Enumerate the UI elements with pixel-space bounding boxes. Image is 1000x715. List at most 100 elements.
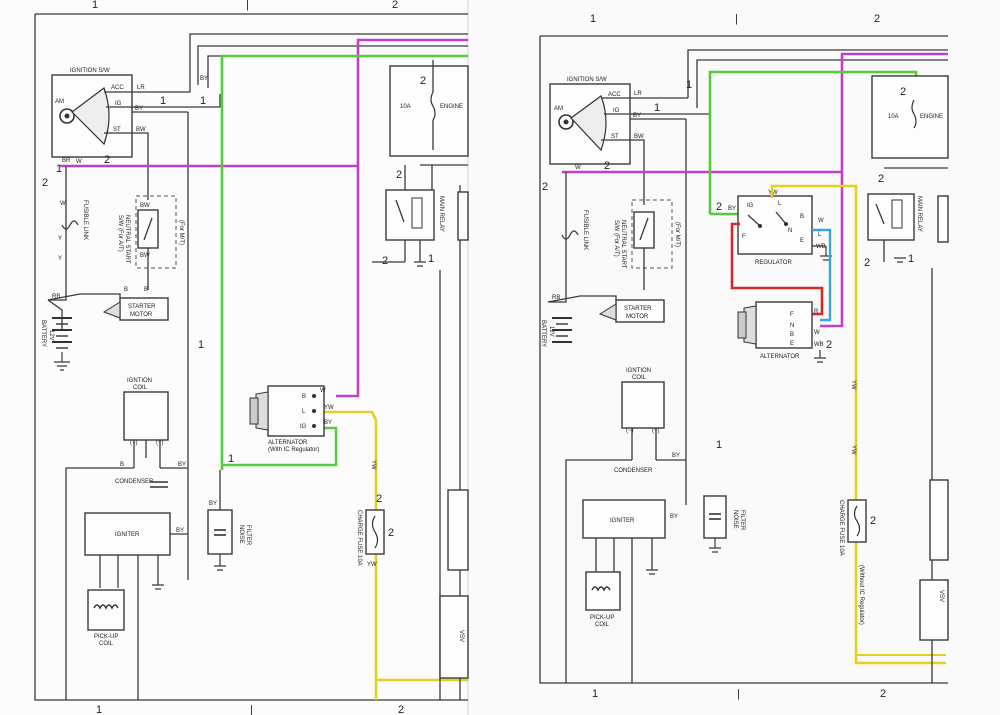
svg-text:W: W bbox=[814, 330, 820, 336]
svg-text:MAIN RELAY: MAIN RELAY bbox=[916, 196, 922, 232]
svg-text:IG: IG bbox=[300, 424, 307, 430]
svg-text:B: B bbox=[120, 462, 124, 468]
svg-text:WB: WB bbox=[814, 342, 824, 348]
alternator-label: ALTERNATOR bbox=[760, 354, 800, 360]
right-panel: 1 | 2 1 | 2 IGNITION S/W AM ACC IG ST LR… bbox=[472, 0, 1000, 715]
svg-text:B: B bbox=[800, 214, 804, 220]
svg-text:NEUTRAL START: NEUTRAL START bbox=[620, 220, 626, 269]
svg-text:WB: WB bbox=[816, 244, 826, 250]
border-tick: | bbox=[246, 0, 249, 11]
svg-text:(For M/T): (For M/T) bbox=[178, 220, 184, 245]
wire-bw: BW bbox=[136, 127, 146, 133]
svg-text:ACC: ACC bbox=[608, 92, 621, 98]
svg-text:2: 2 bbox=[388, 527, 394, 539]
svg-text:2: 2 bbox=[878, 173, 884, 185]
svg-text:1: 1 bbox=[716, 439, 722, 451]
svg-text:2: 2 bbox=[396, 169, 402, 181]
svg-text:E: E bbox=[790, 341, 794, 347]
noise-filter-label: NOISE bbox=[238, 525, 244, 544]
svg-text:2: 2 bbox=[542, 181, 548, 193]
ignition-coil-box bbox=[123, 391, 169, 441]
svg-text:2: 2 bbox=[870, 515, 876, 527]
regulator-box bbox=[737, 195, 813, 255]
svg-text:(With IC Regulator): (With IC Regulator) bbox=[268, 447, 319, 453]
svg-text:(−): (−) bbox=[626, 428, 634, 434]
charge-fuse-label: CHARGE FUSE 10A bbox=[356, 510, 362, 566]
node-num: 1 bbox=[160, 95, 166, 107]
svg-text:BW: BW bbox=[140, 253, 150, 259]
svg-text:B: B bbox=[790, 332, 794, 338]
border-number: 2 bbox=[392, 0, 398, 11]
svg-text:BY: BY bbox=[633, 113, 641, 119]
neutral-start-label: NEUTRAL START bbox=[124, 215, 130, 264]
svg-text:ST: ST bbox=[611, 134, 619, 140]
wire-by: BY bbox=[135, 106, 143, 112]
left-panel: 1 | 2 1 | 2 IGNITION S/W AM ACC IG ST LR… bbox=[0, 0, 469, 715]
svg-text:MOTOR: MOTOR bbox=[626, 314, 649, 320]
svg-text:VSV: VSV bbox=[458, 630, 464, 642]
svg-text:BW: BW bbox=[634, 134, 644, 140]
border-number: 1 bbox=[590, 13, 596, 25]
svg-text:1: 1 bbox=[686, 79, 692, 91]
svg-text:S/W (For A/T): S/W (For A/T) bbox=[117, 215, 123, 252]
engine-fuse-box bbox=[389, 65, 469, 157]
svg-text:YW: YW bbox=[850, 380, 856, 390]
igniter-label: IGNITER bbox=[115, 532, 140, 538]
svg-text:F: F bbox=[742, 234, 746, 240]
svg-text:CHARGE FUSE 10A: CHARGE FUSE 10A bbox=[838, 500, 844, 556]
svg-text:12V: 12V bbox=[548, 326, 554, 337]
svg-text:W: W bbox=[60, 201, 66, 207]
svg-text:IG: IG bbox=[613, 108, 620, 114]
svg-text:COIL: COIL bbox=[99, 641, 114, 647]
switch-pivot-icon bbox=[59, 108, 75, 124]
svg-text:W: W bbox=[320, 388, 326, 394]
switch-pivot-icon bbox=[558, 114, 574, 130]
svg-text:STARTER: STARTER bbox=[624, 306, 652, 312]
blue-wire bbox=[812, 228, 832, 322]
svg-text:1: 1 bbox=[654, 102, 660, 114]
svg-text:BY: BY bbox=[178, 462, 186, 468]
border-tick: | bbox=[737, 688, 740, 700]
svg-text:FUSIBLE LINK: FUSIBLE LINK bbox=[582, 210, 588, 250]
svg-text:CONDENSER: CONDENSER bbox=[614, 468, 653, 474]
svg-text:Y: Y bbox=[58, 256, 62, 262]
svg-text:2: 2 bbox=[716, 201, 722, 213]
term-st: ST bbox=[113, 127, 121, 133]
svg-text:YW: YW bbox=[324, 405, 334, 411]
svg-text:L: L bbox=[818, 232, 822, 238]
svg-text:RB: RB bbox=[552, 295, 560, 301]
svg-text:N: N bbox=[788, 228, 792, 234]
border-number: 2 bbox=[398, 704, 404, 715]
border-tick: | bbox=[250, 704, 253, 715]
battery-symbol-icon bbox=[52, 317, 72, 349]
svg-text:(Without IC Regulator): (Without IC Regulator) bbox=[858, 565, 864, 625]
node-num: 1 bbox=[56, 163, 62, 175]
svg-text:2: 2 bbox=[604, 160, 610, 172]
svg-text:B: B bbox=[302, 394, 306, 400]
svg-text:R: R bbox=[814, 309, 819, 315]
ignition-coil-label: IGNTION bbox=[127, 378, 152, 384]
svg-text:BY: BY bbox=[672, 453, 680, 459]
svg-text:F: F bbox=[790, 312, 794, 318]
term-ig: IG bbox=[115, 101, 122, 107]
svg-text:2: 2 bbox=[420, 75, 426, 87]
pickup-coil-box bbox=[87, 589, 125, 631]
alternator-label: ALTERNATOR bbox=[268, 440, 308, 446]
svg-text:10A: 10A bbox=[888, 114, 899, 120]
pickup-label: PICK-UP bbox=[94, 634, 118, 640]
term-acc: ACC bbox=[111, 85, 124, 91]
regulator-label: REGULATOR bbox=[755, 260, 792, 266]
svg-text:VSV: VSV bbox=[938, 590, 944, 602]
ignition-switch-label: IGNITION S/W bbox=[567, 77, 607, 83]
svg-text:2: 2 bbox=[826, 339, 832, 351]
border-number: 1 bbox=[92, 0, 98, 11]
svg-text:2: 2 bbox=[864, 257, 870, 269]
svg-text:W: W bbox=[575, 165, 581, 171]
wire-lr: LR bbox=[137, 85, 145, 91]
svg-text:12V: 12V bbox=[48, 330, 54, 341]
svg-text:W: W bbox=[818, 218, 824, 224]
svg-text:(For M/T): (For M/T) bbox=[674, 222, 680, 247]
svg-text:FILTER: FILTER bbox=[245, 525, 251, 546]
